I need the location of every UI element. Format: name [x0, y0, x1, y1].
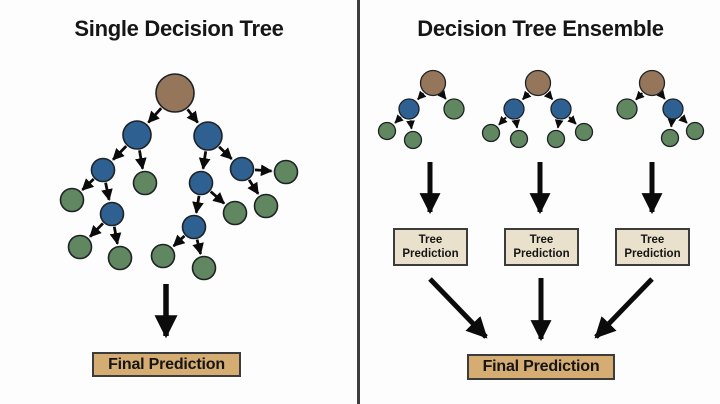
tree-edge-arrow	[135, 150, 147, 170]
tree-edge-arrow	[635, 90, 645, 101]
tree-prediction-label: Tree Prediction	[624, 233, 681, 260]
flow-arrows-layer	[154, 162, 663, 342]
panel-divider	[357, 0, 360, 404]
tree-edge-arrow	[101, 182, 113, 201]
tree-node-leaf	[660, 128, 680, 148]
tree-edge-arrow	[554, 119, 564, 129]
tree-node-internal	[188, 170, 214, 196]
tree-node-leaf	[150, 243, 176, 269]
tree-edge-arrow	[543, 90, 554, 100]
tree-edge-arrow	[254, 164, 273, 177]
tree-edge-arrow	[498, 115, 508, 126]
tree-prediction-label: Tree Prediction	[513, 233, 570, 260]
tree-edge-arrow	[186, 108, 199, 124]
tree-node-internal	[398, 98, 420, 120]
tree-node-internal	[181, 214, 207, 240]
tree-edge-arrow	[172, 234, 186, 248]
tree-node-internal	[193, 121, 223, 151]
tree-node-leaf	[59, 187, 85, 213]
tree-edge-arrow	[522, 90, 532, 101]
tree-node-leaf	[616, 98, 638, 120]
tree-edge-arrow	[247, 179, 260, 195]
tree-edge-arrow	[218, 145, 233, 160]
tree-edge-arrow	[437, 89, 447, 100]
tree-edge-arrow	[112, 145, 128, 161]
final-prediction-label: Final Prediction	[482, 358, 600, 375]
tree-edge-arrow	[656, 89, 666, 100]
tree-node-leaf	[509, 129, 529, 149]
tree-prediction-box-3: Tree Prediction	[615, 228, 690, 266]
tree-edge-arrow	[417, 90, 427, 101]
tree-node-root	[638, 69, 666, 97]
tree-edge-arrow	[81, 177, 95, 191]
tree-node-root	[524, 69, 552, 97]
final-prediction-box-left: Final Prediction	[92, 352, 241, 377]
tree-edges-layer	[81, 89, 688, 256]
tree-node-internal	[90, 157, 116, 183]
left-panel-title: Single Decision Tree	[74, 16, 284, 41]
converge-arrow	[594, 277, 654, 339]
tree-prediction-label: Tree Prediction	[402, 233, 459, 260]
tree-node-leaf	[685, 121, 705, 141]
tree-node-leaf	[443, 98, 465, 120]
tree-node-internal	[99, 201, 125, 227]
tree-edge-arrow	[209, 190, 226, 205]
final-prediction-label: Final Prediction	[108, 355, 225, 373]
right-panel-title: Decision Tree Ensemble	[417, 16, 664, 41]
tree-node-root	[155, 73, 195, 113]
tree-edge-arrow	[147, 107, 163, 124]
tree-edge-arrow	[198, 151, 211, 170]
tree-node-root	[419, 69, 447, 97]
tree-node-leaf	[273, 159, 299, 185]
tree-node-internal	[550, 98, 572, 120]
tree-node-leaf	[132, 170, 158, 196]
tree-node-internal	[229, 156, 255, 182]
tree-edge-arrow	[109, 226, 122, 245]
converge-arrow	[428, 277, 488, 339]
tree-node-leaf	[403, 130, 423, 150]
final-prediction-box-right: Final Prediction	[467, 354, 615, 380]
tree-edge-arrow	[89, 222, 105, 238]
tree-node-leaf	[107, 245, 133, 271]
tree-node-leaf	[574, 122, 594, 142]
tree-node-leaf	[67, 234, 93, 260]
tree-node-leaf	[481, 123, 501, 143]
tree-node-internal	[662, 98, 684, 120]
tree-prediction-box-2: Tree Prediction	[504, 228, 579, 266]
tree-node-leaf	[191, 255, 217, 281]
tree-edge-arrow	[667, 118, 677, 128]
tree-edge-arrow	[192, 195, 204, 214]
tree-edge-arrow	[567, 115, 577, 125]
tree-edge-arrow	[511, 119, 521, 129]
tree-node-leaf	[546, 129, 566, 149]
tree-node-leaf	[377, 121, 397, 141]
tree-node-leaf	[222, 200, 248, 226]
tree-edge-arrow	[406, 120, 415, 130]
tree-edge-arrow	[678, 114, 688, 124]
tree-edge-arrow	[192, 239, 204, 256]
tree-node-leaf	[253, 193, 279, 219]
tree-edge-arrow	[394, 114, 404, 124]
tree-node-internal	[503, 98, 525, 120]
tree-nodes-layer	[59, 69, 705, 281]
tree-node-internal	[122, 120, 152, 150]
tree-prediction-box-1: Tree Prediction	[393, 228, 468, 266]
